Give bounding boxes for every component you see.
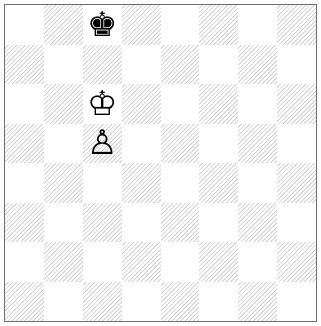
square-d2[interactable]: [122, 242, 161, 282]
square-g1[interactable]: [238, 282, 277, 322]
square-c3[interactable]: [83, 203, 122, 243]
square-f1[interactable]: [199, 282, 238, 322]
square-a7[interactable]: [5, 45, 44, 85]
square-h8[interactable]: [277, 5, 316, 45]
square-a2[interactable]: [5, 242, 44, 282]
square-g8[interactable]: [238, 5, 277, 45]
square-e5[interactable]: [161, 124, 200, 164]
square-d1[interactable]: [122, 282, 161, 322]
square-c1[interactable]: [83, 282, 122, 322]
chess-board-frame: ♚ ♔ ♙: [4, 4, 317, 322]
square-b5[interactable]: [44, 124, 83, 164]
square-e8[interactable]: [161, 5, 200, 45]
square-c6[interactable]: ♔: [83, 84, 122, 124]
square-d8[interactable]: [122, 5, 161, 45]
square-f5[interactable]: [199, 124, 238, 164]
square-c8[interactable]: ♚: [83, 5, 122, 45]
square-h5[interactable]: [277, 124, 316, 164]
square-d6[interactable]: [122, 84, 161, 124]
square-h1[interactable]: [277, 282, 316, 322]
white-pawn-piece[interactable]: ♙: [87, 126, 117, 160]
square-d7[interactable]: [122, 45, 161, 85]
square-g6[interactable]: [238, 84, 277, 124]
square-g4[interactable]: [238, 163, 277, 203]
square-e3[interactable]: [161, 203, 200, 243]
square-a1[interactable]: [5, 282, 44, 322]
square-e6[interactable]: [161, 84, 200, 124]
square-h7[interactable]: [277, 45, 316, 85]
square-f6[interactable]: [199, 84, 238, 124]
chess-board[interactable]: ♚ ♔ ♙: [5, 5, 316, 321]
square-g7[interactable]: [238, 45, 277, 85]
square-h6[interactable]: [277, 84, 316, 124]
square-e1[interactable]: [161, 282, 200, 322]
square-f8[interactable]: [199, 5, 238, 45]
square-f7[interactable]: [199, 45, 238, 85]
square-b7[interactable]: [44, 45, 83, 85]
square-e2[interactable]: [161, 242, 200, 282]
white-king-piece[interactable]: ♔: [87, 87, 117, 121]
square-a6[interactable]: [5, 84, 44, 124]
square-e4[interactable]: [161, 163, 200, 203]
square-c5[interactable]: ♙: [83, 124, 122, 164]
square-a8[interactable]: [5, 5, 44, 45]
square-d4[interactable]: [122, 163, 161, 203]
square-c7[interactable]: [83, 45, 122, 85]
square-a4[interactable]: [5, 163, 44, 203]
square-d5[interactable]: [122, 124, 161, 164]
square-a3[interactable]: [5, 203, 44, 243]
square-b3[interactable]: [44, 203, 83, 243]
square-g3[interactable]: [238, 203, 277, 243]
square-e7[interactable]: [161, 45, 200, 85]
black-king-piece[interactable]: ♚: [87, 8, 117, 42]
square-c4[interactable]: [83, 163, 122, 203]
square-d3[interactable]: [122, 203, 161, 243]
square-c2[interactable]: [83, 242, 122, 282]
square-h2[interactable]: [277, 242, 316, 282]
square-b1[interactable]: [44, 282, 83, 322]
square-b2[interactable]: [44, 242, 83, 282]
square-f4[interactable]: [199, 163, 238, 203]
square-b6[interactable]: [44, 84, 83, 124]
square-b8[interactable]: [44, 5, 83, 45]
square-h4[interactable]: [277, 163, 316, 203]
square-f2[interactable]: [199, 242, 238, 282]
square-g2[interactable]: [238, 242, 277, 282]
square-g5[interactable]: [238, 124, 277, 164]
square-f3[interactable]: [199, 203, 238, 243]
square-b4[interactable]: [44, 163, 83, 203]
square-h3[interactable]: [277, 203, 316, 243]
square-a5[interactable]: [5, 124, 44, 164]
